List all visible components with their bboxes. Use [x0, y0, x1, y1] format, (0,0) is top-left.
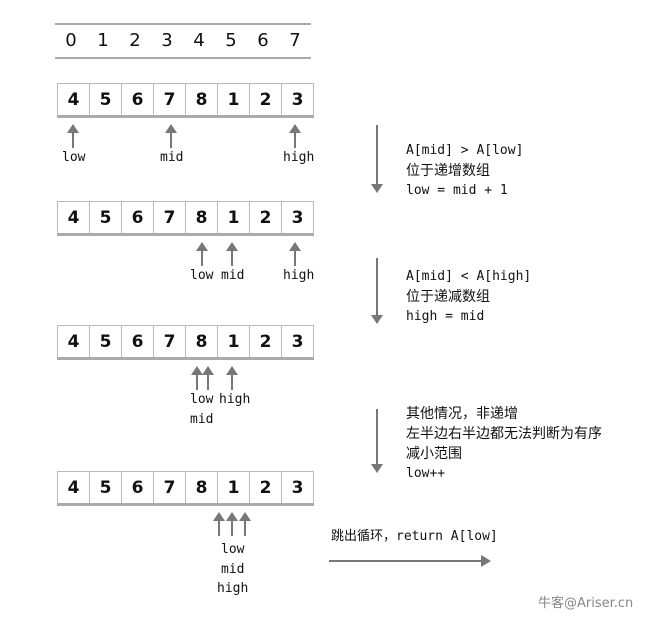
array-cell: 7: [154, 202, 186, 233]
array-cell: 1: [218, 202, 250, 233]
index-2: 2: [129, 30, 141, 51]
high-pointer-arrow-icon: [239, 512, 251, 536]
high-pointer-arrow-icon: [226, 366, 238, 390]
array-cell: 2: [250, 202, 282, 233]
array-step-1: 4 5 6 7 8 1 2 3: [57, 83, 314, 118]
array-cell: 6: [122, 202, 154, 233]
array-cell: 8: [186, 84, 218, 115]
array-cell: 7: [154, 472, 186, 503]
high-label: high: [219, 392, 251, 407]
mid-label: mid: [160, 150, 184, 165]
low-label: low: [62, 150, 86, 165]
array-cell: 5: [90, 472, 122, 503]
watermark: 牛客@Ariser.cn: [538, 596, 634, 611]
mid-pointer-arrow-icon: [165, 124, 177, 148]
note-condition: A[mid] < A[high]: [406, 269, 532, 284]
index-top-line: [55, 23, 311, 25]
array-cell: 7: [154, 84, 186, 115]
array-cell: 1: [218, 84, 250, 115]
array-cell: 3: [291, 477, 304, 498]
step-2-note: A[mid] < A[high] 位于递减数组 high = mid: [406, 267, 531, 327]
note-description-2: 减小范围: [406, 446, 462, 462]
index-1: 1: [97, 30, 109, 51]
array-cell: 1: [218, 472, 250, 503]
low-pointer-arrow-icon: [213, 512, 225, 536]
note-description: 位于递增数组: [406, 163, 490, 179]
array-cell: 6: [122, 326, 154, 357]
array-cell: 6: [122, 84, 154, 115]
index-4: 4: [193, 30, 205, 51]
array-cell: 2: [250, 326, 282, 357]
right-arrow-icon: [329, 555, 491, 567]
mid-pointer-arrow-icon: [202, 366, 214, 390]
high-label: high: [217, 581, 249, 596]
mid-label: mid: [190, 412, 214, 427]
array-cell: 4: [58, 84, 90, 115]
array-cell: 8: [186, 202, 218, 233]
array-cell: 5: [90, 84, 122, 115]
array-cell: 3: [291, 331, 304, 352]
array-cell: 5: [90, 202, 122, 233]
array-step-3: 4 5 6 7 8 1 2 3: [57, 325, 314, 360]
array-cell: 3: [291, 89, 304, 110]
array-cell: 8: [186, 472, 218, 503]
index-0: 0: [65, 30, 77, 51]
array-step-2: 4 5 6 7 8 1 2 3: [57, 201, 314, 236]
note-action: low = mid + 1: [406, 183, 508, 198]
array-cell: 4: [58, 472, 90, 503]
index-6: 6: [257, 30, 269, 51]
array-step-4: 4 5 6 7 8 1 2 3: [57, 471, 314, 506]
index-3: 3: [161, 30, 173, 51]
index-5: 5: [225, 30, 237, 51]
index-7: 7: [289, 30, 301, 51]
step-down-arrow-icon: [371, 125, 383, 193]
array-cell: 7: [154, 326, 186, 357]
high-pointer-arrow-icon: [289, 242, 301, 266]
mid-pointer-arrow-icon: [226, 512, 238, 536]
array-cell: 6: [122, 472, 154, 503]
note-description: 位于递减数组: [406, 289, 490, 305]
array-cell: 4: [58, 202, 90, 233]
index-bottom-line: [55, 57, 311, 59]
high-pointer-arrow-icon: [289, 124, 301, 148]
step-down-arrow-icon: [371, 409, 383, 473]
low-pointer-arrow-icon: [191, 366, 203, 390]
mid-label: mid: [221, 562, 245, 577]
high-label: high: [283, 268, 315, 283]
low-pointer-arrow-icon: [67, 124, 79, 148]
low-label: low: [190, 268, 214, 283]
mid-pointer-arrow-icon: [226, 242, 238, 266]
array-cell: 3: [291, 207, 304, 228]
array-cell: 2: [250, 472, 282, 503]
low-label: low: [221, 542, 245, 557]
array-cell: 4: [58, 326, 90, 357]
result-note: 跳出循环，return A[low]: [331, 527, 498, 547]
step-1-note: A[mid] > A[low] 位于递增数组 low = mid + 1: [406, 141, 523, 201]
result-text: 跳出循环，return A[low]: [331, 529, 498, 544]
low-pointer-arrow-icon: [196, 242, 208, 266]
note-condition: A[mid] > A[low]: [406, 143, 524, 158]
low-label: low: [190, 392, 214, 407]
note-action: low++: [406, 466, 446, 481]
step-down-arrow-icon: [371, 258, 383, 324]
note-description: 左半边右半边都无法判断为有序: [406, 426, 602, 442]
high-label: high: [283, 150, 315, 165]
note-action: high = mid: [406, 309, 485, 324]
array-cell: 1: [218, 326, 250, 357]
mid-label: mid: [221, 268, 245, 283]
array-cell: 5: [90, 326, 122, 357]
step-3-note: 其他情况，非递增 左半边右半边都无法判断为有序 减小范围 low++: [406, 404, 602, 484]
note-condition: 其他情况，非递增: [406, 406, 518, 422]
array-cell: 2: [250, 84, 282, 115]
array-cell: 8: [186, 326, 218, 357]
